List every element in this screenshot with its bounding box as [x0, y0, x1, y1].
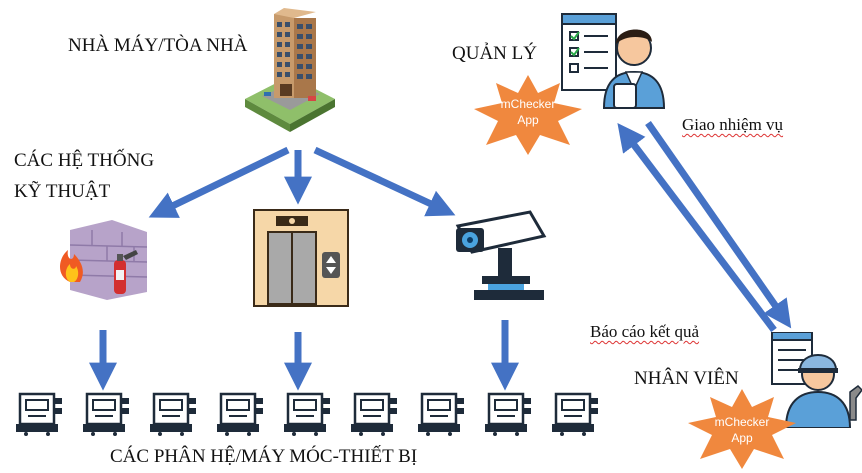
machine-icon	[483, 390, 535, 441]
elevator-icon	[253, 209, 349, 307]
app-name: mChecker	[500, 97, 556, 111]
machine-icon	[550, 390, 602, 441]
building-icon	[245, 8, 335, 132]
systems-label-line1: CÁC HỆ THỐNG	[14, 150, 155, 171]
arrow-to-camera	[313, 146, 456, 217]
machine-icon	[416, 390, 468, 441]
arrow-assign-task	[645, 120, 792, 329]
security-camera-icon	[455, 210, 547, 300]
app-sub: App	[731, 431, 753, 445]
technician-icon	[771, 332, 862, 428]
app-name: mChecker	[714, 415, 770, 429]
assign-task-text: Giao nhiệm vụ	[682, 115, 784, 134]
systems-label-line2: KỸ THUẬT	[14, 181, 111, 202]
staff-label: NHÂN VIÊN	[634, 368, 739, 389]
app-sub: App	[517, 113, 539, 127]
manager-label: QUẢN LÝ	[452, 43, 537, 64]
mchecker-app-badge-staff: mChecker App	[686, 389, 798, 469]
machine-icon	[81, 390, 133, 441]
machine-icon	[148, 390, 200, 441]
assign-task-label: Giao nhiệm vụ	[682, 115, 783, 135]
machine-icon	[282, 390, 334, 441]
report-text: Báo cáo kết quả	[590, 322, 700, 341]
fire-protection-icon	[60, 220, 148, 300]
machine-icon	[14, 390, 66, 441]
machines-row	[0, 390, 600, 438]
machine-icon	[349, 390, 401, 441]
arrow-report	[617, 122, 777, 333]
mchecker-app-badge-manager: mChecker App	[472, 75, 584, 155]
star-badge-shape	[688, 389, 796, 469]
report-label: Báo cáo kết quả	[590, 322, 699, 342]
manager-checklist-icon	[561, 13, 666, 109]
arrow-to-fire-system	[148, 146, 290, 218]
star-badge-shape	[474, 75, 582, 155]
factory-label: NHÀ MÁY/TÒA NHÀ	[68, 35, 248, 56]
subsystems-label: CÁC PHÂN HỆ/MÁY MÓC-THIẾT BỊ	[110, 446, 418, 467]
machine-icon	[215, 390, 267, 441]
